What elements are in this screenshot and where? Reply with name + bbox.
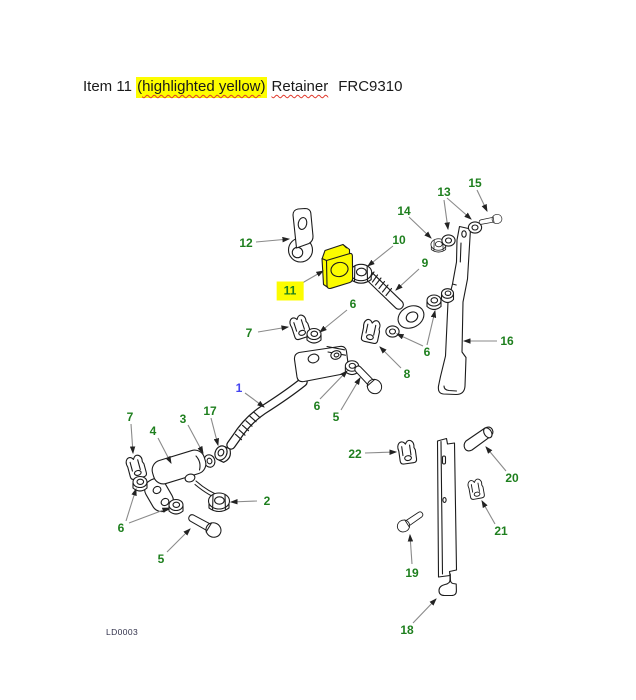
- part-8-clip: [359, 317, 383, 345]
- part-7-clip-lower: [124, 453, 148, 481]
- part-20-spacer: [463, 426, 494, 452]
- title-misspelled-words: highlighted yellow: [142, 78, 261, 95]
- part-6-bush-right: [426, 294, 442, 311]
- part-6-washer-right: [385, 325, 400, 338]
- part-10-nut: [349, 263, 373, 284]
- title-retainer-word: Retainer: [271, 78, 329, 95]
- part-6-bush-lower-b: [168, 498, 184, 515]
- part-9-rod: [364, 270, 425, 329]
- part-15-bolt: [478, 213, 504, 228]
- part-22-clip: [396, 439, 418, 466]
- title-prefix: Item 11: [83, 78, 137, 95]
- part-16-bracket: [437, 225, 472, 396]
- title-highlighted-phrase: (highlighted yellow): [136, 77, 267, 98]
- part-12-bracket: [287, 207, 314, 263]
- part-21-clip: [466, 477, 486, 501]
- part-5-bolt-lower: [185, 509, 225, 541]
- title-part-number: FRC9310: [338, 78, 403, 95]
- paren-open: (: [137, 78, 143, 95]
- part-2-nut: [207, 492, 231, 513]
- drawing-code: LD0003: [106, 627, 139, 637]
- part-5-bolt-mid: [350, 361, 386, 398]
- part-11-retainer-highlighted: [321, 243, 354, 290]
- part-6-bush-upper: [306, 327, 322, 344]
- part-6-bush-lower-a: [132, 475, 148, 492]
- part-19-bolt: [394, 507, 427, 535]
- part-18-bracket: [436, 437, 458, 597]
- paren-close: ): [260, 78, 266, 95]
